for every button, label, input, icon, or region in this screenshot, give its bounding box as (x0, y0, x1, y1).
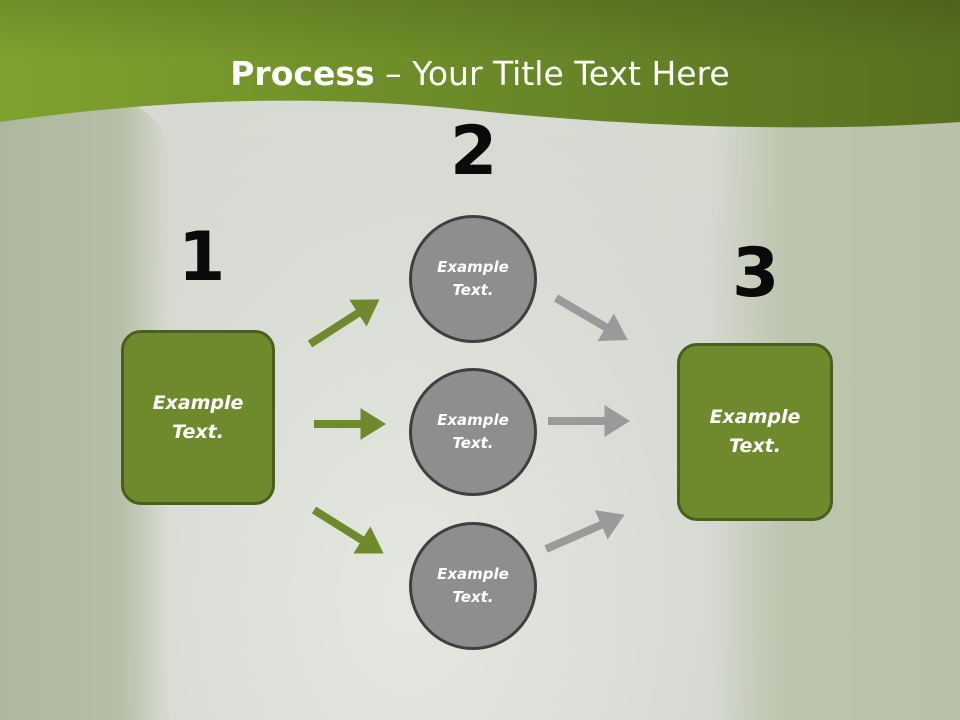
step-2-circle-middle: Example Text. (409, 368, 537, 496)
step-number-2: 2 (450, 112, 498, 191)
step-2-circle-middle-text: Example Text. (437, 411, 509, 452)
arrow-top-to-3 (553, 294, 628, 341)
step-2-circle-top: Example Text. (409, 215, 537, 343)
title-bold: Process (230, 54, 375, 93)
step-2-circle-top-text: Example Text. (437, 258, 509, 299)
step-number-3: 3 (732, 234, 780, 313)
arrow-1-to-bottom (311, 506, 384, 554)
step-3-text: Example Text. (709, 406, 801, 457)
step-2-circle-bottom-text: Example Text. (437, 565, 509, 606)
title-rest: – Your Title Text Here (374, 54, 730, 93)
step-1-text: Example Text. (152, 391, 244, 443)
step-number-1: 1 (178, 218, 226, 297)
arrow-1-to-top (307, 299, 380, 348)
step-3-box: Example Text. (677, 343, 833, 521)
slide-title: Process – Your Title Text Here (0, 52, 960, 96)
header-banner (0, 0, 960, 128)
step-1-box: Example Text. (121, 330, 275, 505)
arrow-bottom-to-3 (544, 510, 625, 553)
step-2-circle-bottom: Example Text. (409, 522, 537, 650)
